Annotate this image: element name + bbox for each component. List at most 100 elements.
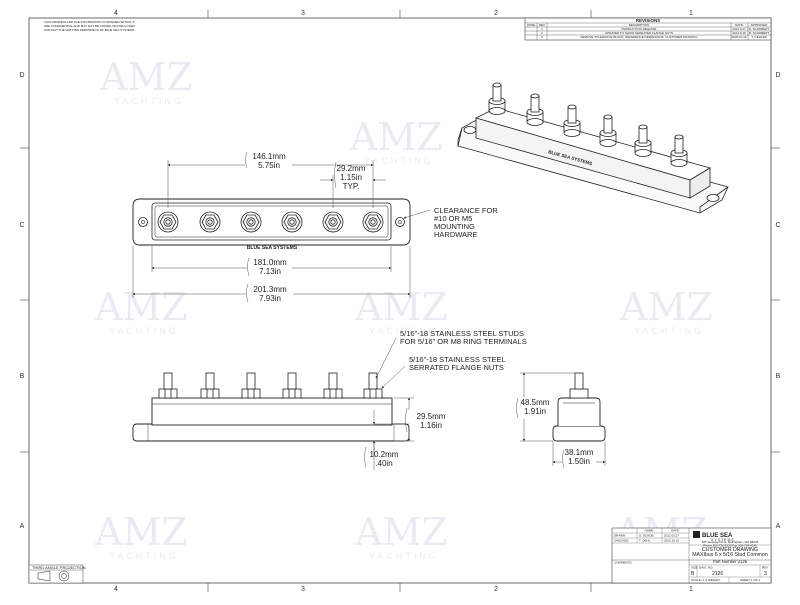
top-product-label: BLUE SEA SYSTEMS [247,245,298,251]
revisions-title: REVISIONS [636,18,661,23]
watermark-brand: AMZ [354,510,448,554]
tb-logo-text: BLUE SEA [702,533,733,539]
dim-stud-pitch [320,161,386,208]
dim-base-length [151,246,392,277]
stud-note-line: 5/16"-18 STAINLESS STEEL STUDS [400,329,524,338]
dim-side-height-in: 1.91in [524,407,546,416]
revision-row-approved: T. OEHLER [751,35,767,39]
dim-overall-length [132,246,411,303]
dim-flange-height [364,410,409,470]
revision-row-description: PRODUCTION RELEASE [622,27,657,31]
dim-stud-pitch-in: 1.15in [340,173,362,182]
zone-right-d: D [775,72,780,79]
watermark-sub: YACHTING [114,96,184,106]
projection-label: THIRD ANGLE PROJECTION [32,565,86,570]
notice-line-3: WITHOUT THE WRITTEN PERMISSION OF BLUE S… [44,28,135,32]
front-studs [158,372,383,399]
watermark-brand: AMZ [354,285,448,329]
tb-date-header: DATE [671,529,679,533]
revision-row-date: 2020.10.16 [731,35,746,39]
dim-base-length-in: 7.13in [259,267,281,276]
tb-rev-label: REV [762,566,768,570]
iso-studs [488,82,688,167]
watermark-sub: YACHTING [634,326,704,336]
tb-dwg-label: DWG. NO. [699,566,713,570]
dim-overall-length-mm: 201.3mm [253,285,287,294]
tb-sheet: SHEET 1 OF 1 [740,578,760,582]
watermark-brand: AMZ [349,115,443,159]
tb-drawn-label: DRAWN [614,534,625,538]
zone-labels: 4 3 2 1 4 3 2 1 D C B A D C B A [19,10,780,593]
zone-top-2: 2 [494,10,498,17]
confidential-notice: THIS DRAWING AND THE INFORMATION CONTAIN… [44,20,136,32]
zone-left-d: D [19,72,24,79]
tb-name-header: NAME [645,529,654,533]
tb-part-number: Part Number 2126 [713,559,748,564]
dim-height-in: 1.16in [420,421,442,430]
revision-row-rev: 2 [541,31,543,35]
tb-scale: SCALE: 1:4 [691,578,707,582]
dim-stud-span-in: 5.75in [258,161,280,170]
sheet-border [20,10,780,592]
front-view: 5/16"-18 STAINLESS STEEL STUDS FOR 5/16"… [132,329,527,470]
tb-checked-label: CHECKED [614,539,630,543]
zone-bottom-4: 4 [114,586,118,593]
projection-block: THIRD ANGLE PROJECTION [28,564,86,584]
zone-right-c: C [775,222,780,229]
dim-overall-length-in: 7.93in [259,294,281,303]
dim-flange-height-in: .40in [375,459,392,468]
watermark-brand: AMZ [94,285,188,329]
revision-row-description: UPDATED TO SHOW SERRATED FLANGE NUTS [605,31,673,35]
clearance-note-line: HARDWARE [434,230,477,239]
watermark-sub: YACHTING [364,156,434,166]
clearance-note-line: MOUNTING [434,222,475,231]
revisions-header-approved: APPROVED [751,23,769,27]
watermark-sub: YACHTING [369,326,439,336]
dim-stud-pitch-typ: TYP. [343,182,360,191]
zone-bottom-1: 1 [689,586,693,593]
tb-checked-date: 2020.10.16 [664,539,679,543]
dim-stud-span-mm: 146.1mm [252,152,286,161]
revisions-header-rev: REV [539,23,545,27]
blue-sea-logo: BLUE SEA SYSTEMS [693,531,734,542]
tb-dwg-no: 2126 [712,571,723,577]
tb-doc-type: CUSTOMER DRAWING [702,547,758,553]
dim-stud-pitch-mm: 29.2mm [337,164,366,173]
zone-left-a: A [20,523,25,530]
watermark-sub: YACHTING [109,326,179,336]
tb-address-line: 425 Sequoia Drive, Bellingham, WA 98226 [702,540,759,544]
tb-title: MAXIbus 6 x 5/16 Stud Common [692,552,768,558]
revision-row-description: REMOVE TOLERANCE BLOCK; REFERENCE DIMENS… [580,35,698,39]
title-block: NAME DATE DRAWN D. SCHOB. 2012.03.27 CHE… [611,527,772,584]
notice-line-1: THIS DRAWING AND THE INFORMATION CONTAIN… [44,20,135,24]
isometric-view: BLUE SEA SYSTEMS [457,82,729,214]
clearance-note-line: CLEARANCE FOR [434,206,498,215]
tb-address-line: Phone 360-738-8230 Fax 360-734-4195 [703,544,757,548]
zone-left-b: B [20,373,25,380]
zone-left-c: C [19,222,24,229]
revision-row-approved: D. SCHOBERT [749,31,770,35]
clearance-note-line: #10 OR M5 [434,214,472,223]
dim-flange-height-mm: 10.2mm [370,450,399,459]
revisions-header-zone: ZONE [527,23,535,27]
zone-top-3: 3 [301,10,305,17]
stud-note-line: FOR 5/16" OR M8 RING TERMINALS [400,337,527,346]
dim-side-width-mm: 38.1mm [565,448,594,457]
clearance-leader [403,209,431,219]
nut-note-line: SERRATED FLANGE NUTS [409,363,504,372]
revision-row-approved: D. SCHOBERT [749,27,770,31]
dim-side-width [552,441,606,469]
watermark-sub: YACHTING [369,551,439,561]
zone-right-a: A [776,523,781,530]
dim-side-height [516,372,575,442]
dim-stud-span [167,151,374,208]
watermark-brand: AMZ [99,55,193,99]
dim-base-length-mm: 181.0mm [253,258,287,267]
watermark-brand: AMZ [619,285,713,329]
revision-row-rev: 3 [541,35,543,39]
dim-side-height-mm: 48.5mm [521,398,550,407]
tb-comments-label: COMMENTS: [614,561,632,565]
tb-weight: WEIGHT: [708,578,721,582]
